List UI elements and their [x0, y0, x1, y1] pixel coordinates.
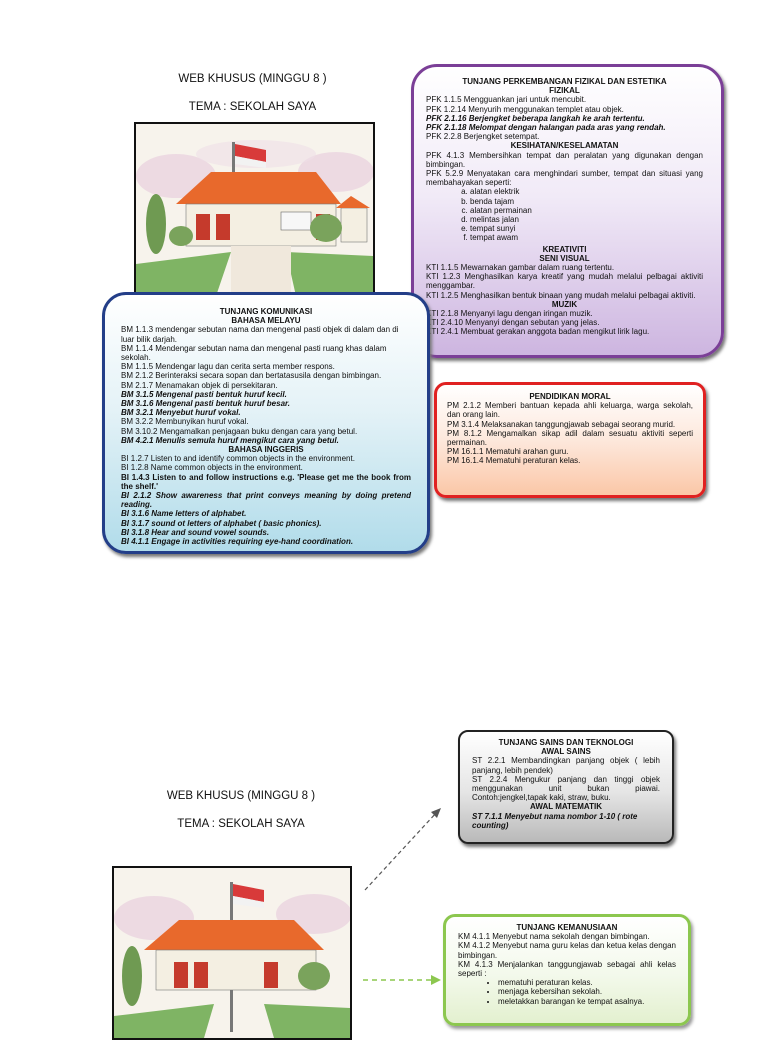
sains-line: ST 2.2.1 Membandingkan panjang objek ( l…	[472, 756, 660, 775]
list-item: alatan permainan	[470, 206, 703, 215]
bi-line: BI 1.2.8 Name common objects in the envi…	[121, 463, 303, 473]
km-line: KM 4.1.2 Menyebut nama guru kelas dan ke…	[458, 941, 676, 960]
page-title: WEB KHUSUS (MINGGU 8 )	[178, 73, 327, 85]
fizikal-line: KTI 2.4.1 Membuat gerakan anggota badan …	[426, 327, 650, 337]
school-illustration	[134, 122, 375, 298]
list-item: tempat sunyi	[470, 224, 703, 233]
list-item: menjaga kebersihan sekolah.	[498, 987, 676, 996]
bm-line: BM 3.10.2 Mengamalkan penjagaan buku den…	[121, 426, 358, 436]
list-item: meletakkan barangan ke tempat asalnya.	[498, 997, 676, 1006]
bm-line: BM 2.1.7 Menamakan objek di persekitaran…	[121, 380, 278, 390]
bm-line: BM 3.2.1 Menyebut huruf vokal.	[121, 408, 241, 418]
moral-line: PM 3.1.4 Melaksanakan tanggungjawab seba…	[447, 419, 676, 429]
bi-line: BI 1.2.7 Listen to and identify common o…	[121, 454, 355, 464]
theme-label: TEMA : SEKOLAH SAYA	[188, 101, 317, 113]
page-title: WEB KHUSUS (MINGGU 8 )	[166, 790, 316, 802]
fizikal-line: PFK 1.2.14 Menyurih menggunakan templet …	[426, 104, 624, 114]
bm-line: BM 1.1.5 Mendengar lagu dan cerita serta…	[121, 362, 335, 372]
list-item: mematuhi peraturan kelas.	[498, 978, 676, 987]
list-item: alatan elektrik	[470, 187, 703, 196]
fizikal-line: PFK 1.1.5 Mengguankan jari untuk mencubi…	[426, 95, 587, 105]
fizikal-line: KTI 2.1.8 Menyanyi lagu dengan iringan m…	[426, 309, 593, 319]
komunikasi-heading: TUNJANG KOMUNIKASI	[219, 307, 313, 316]
list-item: benda tajam	[470, 197, 703, 206]
fizikal-line: PFK 2.1.18 Melompat dengan halangan pada…	[426, 123, 666, 133]
sains-teknologi-box: TUNJANG SAINS DAN TEKNOLOGI AWAL SAINS S…	[458, 730, 674, 844]
muzik-heading: MUZIK	[551, 299, 578, 309]
awal-matematik-heading: AWAL MATEMATIK	[530, 802, 602, 812]
komunikasi-box: TUNJANG KOMUNIKASI BAHASA MELAYU BM 1.1.…	[102, 292, 430, 554]
fizikal-subheading: FIZIKAL	[549, 86, 580, 96]
bi-line: BI 3.1.8 Hear and sound vowel sounds.	[121, 527, 270, 537]
fizikal-line: KTI 1.1.5 Mewarnakan gambar dalam ruang …	[426, 263, 615, 273]
kesihatan-heading: KESIHATAN/KESELAMATAN	[510, 141, 619, 151]
pendidikan-moral-box: PENDIDIKAN MORAL PM 2.1.2 Memberi bantua…	[434, 382, 706, 498]
bm-line: BM 4.2.1 Menulis semula huruf mengikut c…	[121, 435, 339, 445]
bm-line: BM 3.2.2 Membunyikan huruf vokal.	[121, 417, 249, 427]
bi-line: BI 3.1.7 sound ot letters of alphabet ( …	[121, 518, 322, 528]
bm-line: BM 2.1.2 Berinteraksi secara sopan dan b…	[121, 371, 382, 381]
fizikal-estetika-box: TUNJANG PERKEMBANGAN FIZIKAL DAN ESTETIK…	[411, 64, 724, 358]
moral-line: PM 2.1.2 Memberi bantuan kepada ahli kel…	[447, 401, 693, 420]
kemanusiaan-box: TUNJANG KEMANUSIAAN KM 4.1.1 Menyebut na…	[443, 914, 691, 1026]
fizikal-line: PFK 2.2.8 Berjengket setempat.	[426, 132, 540, 142]
school-illustration	[112, 866, 352, 1040]
list-item: tempat awam	[470, 233, 703, 242]
km-line: KM 4.1.1 Menyebut nama sekolah dengan bi…	[458, 932, 650, 942]
bm-line: BM 3.1.5 Mengenal pasti bentuk huruf kec…	[121, 389, 287, 399]
list-item: melintas jalan	[470, 215, 703, 224]
bottom-title-block: WEB KHUSUS (MINGGU 8 ) TEMA : SEKOLAH SA…	[136, 790, 346, 846]
seni-visual-heading: SENI VISUAL	[539, 253, 590, 263]
fizikal-line: KTI 2.4.10 Menyanyi dengan sebutan yang …	[426, 318, 600, 328]
sains-heading: TUNJANG SAINS DAN TEKNOLOGI	[498, 738, 634, 747]
fizikal-heading: TUNJANG PERKEMBANGAN FIZIKAL DAN ESTETIK…	[462, 77, 667, 86]
bahasa-inggeris-heading: BAHASA INGGERIS	[228, 445, 304, 455]
moral-line: PM 8.1.2 Mengamalkan sikap adil dalam se…	[447, 428, 693, 448]
fizikal-line: PFK 4.1.3 Membersihkan tempat dan perala…	[426, 150, 703, 169]
top-title-block: WEB KHUSUS (MINGGU 8 ) TEMA : SEKOLAH SA…	[150, 73, 355, 129]
moral-line: PM 16.1.4 Mematuhi peraturan kelas.	[447, 456, 581, 466]
bm-line: BM 1.1.3 mendengar sebutan nama dan meng…	[121, 325, 399, 344]
safety-list: alatan elektrik benda tajam alatan perma…	[426, 187, 703, 242]
fizikal-line: PFK 2.1.16 Berjengket beberapa langkah k…	[426, 113, 645, 123]
moral-heading: PENDIDIKAN MORAL	[529, 392, 611, 401]
moral-line: PM 16.1.1 Mematuhi arahan guru.	[447, 447, 569, 457]
awal-sains-heading: AWAL SAINS	[541, 747, 591, 757]
bahasa-melayu-heading: BAHASA MELAYU	[231, 316, 301, 326]
kreativiti-heading: KREATIVITI	[542, 244, 587, 254]
fizikal-line: KTI 1.2.3 Menghasilkan karya kreatif yan…	[426, 272, 703, 291]
sains-line: ST 2.2.4 Mengukur panjang dan tinggi obj…	[472, 774, 660, 803]
connector-arrows	[363, 808, 441, 985]
kemanusiaan-heading: TUNJANG KEMANUSIAAN	[516, 923, 618, 932]
bi-line: BI 1.4.3 Listen to and follow instructio…	[121, 472, 411, 491]
fizikal-line: PFK 5.2.9 Menyatakan cara menghindari su…	[426, 169, 703, 188]
theme-label: TEMA : SEKOLAH SAYA	[177, 818, 305, 830]
bi-line: BI 3.1.6 Name letters of alphabet.	[121, 509, 247, 519]
bi-line: BI 4.1.1 Engage in activities requiring …	[121, 537, 354, 547]
sains-line: ST 7.1.1 Menyebut nama nombor 1-10 ( rot…	[472, 811, 638, 830]
bi-line: BI 2.1.2 Show awareness that print conve…	[121, 491, 411, 510]
km-list: mematuhi peraturan kelas. menjaga kebers…	[458, 978, 676, 1006]
bm-line: BM 1.1.4 Mendengar sebutan nama dan meng…	[121, 343, 387, 363]
bm-line: BM 3.1.6 Mengenal pasti bentuk huruf bes…	[121, 399, 290, 409]
km-line: KM 4.1.3 Menjalankan tanggungjawab sebag…	[458, 959, 676, 979]
fizikal-line: KTI 1.2.5 Menghasilkan bentuk binaan yan…	[426, 290, 696, 300]
